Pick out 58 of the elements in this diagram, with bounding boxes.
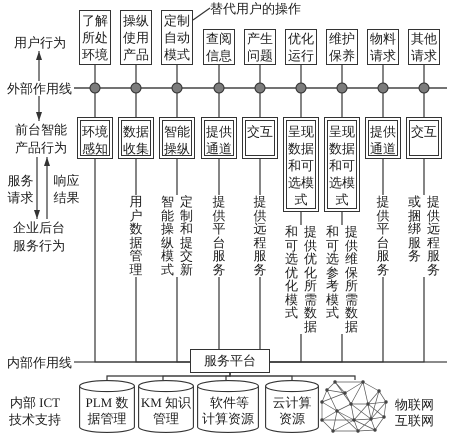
process-box: 呈现数据和可选模式 — [324, 117, 360, 212]
process-box: 定制自动模式 — [161, 10, 193, 65]
connector-line — [423, 65, 425, 117]
connector-line — [225, 373, 231, 380]
connector-line — [382, 65, 384, 117]
database-cylinder: KM 知识管理 — [138, 380, 194, 433]
row-label: 用户行为 — [13, 35, 67, 51]
database-cylinder: 软件等计算资源 — [197, 380, 259, 433]
process-box: 优化运行 — [285, 29, 317, 65]
arrow — [34, 157, 40, 219]
connector-line — [229, 373, 356, 380]
process-box: 操纵使用产品 — [120, 10, 152, 65]
arrow — [44, 157, 50, 219]
edge-label: 服务请求 — [7, 172, 34, 206]
process-box: 智能操纵 — [159, 117, 195, 159]
edge-label: 提供远程服务 — [252, 195, 268, 277]
process-box: 提供通道 — [365, 117, 401, 159]
line-label: 外部作用线 — [6, 81, 73, 96]
connector-line — [176, 65, 178, 117]
process-box: 了解所处环境 — [79, 10, 111, 65]
connector-line — [300, 65, 302, 117]
line-label: 内部作用线 — [6, 355, 73, 370]
annotation-text: 替代用户的操作 — [210, 1, 310, 17]
edge-label: 提供远程服务或捆绑服务 — [407, 195, 441, 277]
row-label: 内部 ICT 技术支持 — [8, 394, 62, 428]
edge-label: 提供平台服务 — [376, 195, 390, 277]
database-cylinder: PLM 数据管理 — [79, 380, 135, 433]
arrow — [36, 51, 42, 81]
connector-line — [218, 65, 220, 117]
database-cylinder: 云计算资源 — [265, 380, 319, 433]
edge-label: 定制和提交新智能操纵模式 — [160, 195, 194, 277]
process-box: 交互 — [242, 117, 278, 159]
connector-line — [135, 65, 137, 117]
edge-label: 响应结果 — [53, 172, 80, 206]
process-box: 查阅信息 — [203, 29, 235, 65]
process-box: 交互 — [406, 117, 442, 159]
process-box: 其他请求 — [408, 29, 440, 65]
connector-line — [94, 65, 96, 117]
edge-label: 提供维保所需数据和可选参考模式 — [325, 225, 359, 334]
connector-line — [341, 65, 343, 117]
process-box: 维护保养 — [326, 29, 358, 65]
row-label: 企业后台服务行为 — [12, 219, 66, 255]
process-box: 数据收集 — [118, 117, 154, 159]
platform-box: 服务平台 — [190, 349, 270, 373]
process-box: 物料请求 — [367, 29, 399, 65]
edge-label: 用户数据管理 — [128, 195, 144, 277]
row-label: 前台智能产品行为 — [14, 121, 68, 157]
edge-label: 提供优化所需数据和可选优化模式 — [284, 225, 318, 334]
process-box: 环境感知 — [77, 117, 113, 159]
process-box: 产生问题 — [244, 29, 276, 65]
node-caption: 互联网 — [395, 413, 434, 429]
leader-line — [192, 8, 210, 20]
arrow — [36, 96, 42, 121]
process-box: 呈现数据和可选模式 — [283, 117, 319, 212]
connector-line — [259, 65, 261, 117]
node-caption: 物联网 — [395, 397, 434, 413]
process-box: 提供通道 — [201, 117, 237, 159]
edge-label: 提供平台服务 — [212, 195, 226, 277]
